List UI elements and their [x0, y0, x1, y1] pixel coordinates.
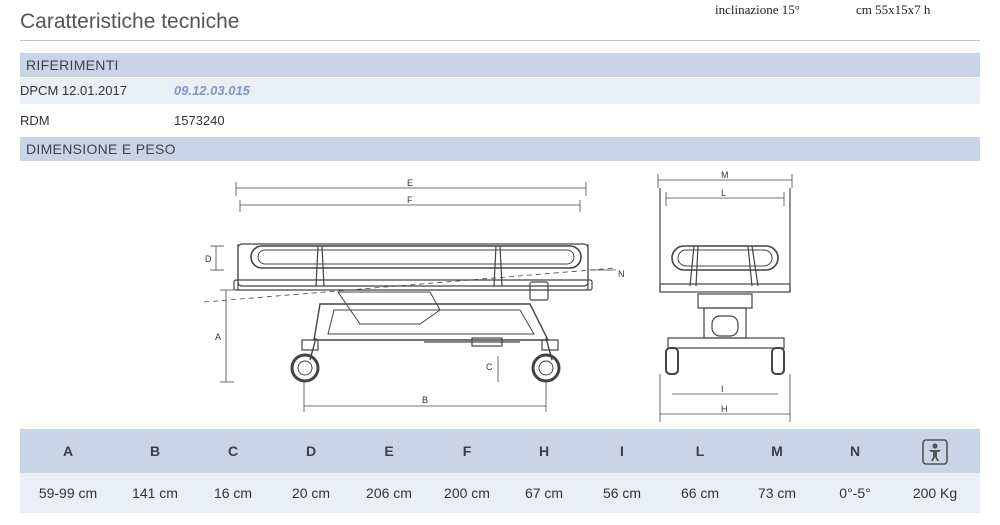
table-cell: 59-99 cm — [38, 485, 98, 501]
column-header: M — [771, 443, 783, 459]
table-cell: 66 cm — [680, 485, 720, 501]
table-cell: 73 cm — [757, 485, 797, 501]
reference-row-dpcm: DPCM 12.01.2017 09.12.03.015 — [20, 78, 980, 104]
note-inclination: inclinazione 15° — [715, 2, 800, 17]
table-cell: 67 cm — [524, 485, 564, 501]
column-header: L — [695, 443, 705, 459]
dimension-label-a: A — [215, 332, 221, 342]
dimension-label-l: L — [721, 188, 726, 198]
table-cell: 141 cm — [132, 485, 178, 501]
table-cell-weight: 200 Kg — [912, 485, 958, 501]
table-cell: 200 cm — [444, 485, 490, 501]
reference-value: 1573240 — [174, 113, 225, 128]
dimension-label-i: I — [721, 384, 724, 394]
reference-label: RDM — [20, 113, 50, 128]
column-header: I — [620, 443, 624, 459]
table-cell: 16 cm — [213, 485, 253, 501]
section-header-riferimenti: RIFERIMENTI — [20, 53, 980, 77]
note-dimensions: cm 55x15x7 h — [856, 2, 931, 17]
title-divider — [20, 40, 980, 41]
table-cell: 0°-5° — [839, 485, 871, 501]
column-header: N — [849, 443, 861, 459]
dimension-label-c: C — [486, 362, 493, 372]
page-title: Caratteristiche tecniche — [20, 10, 240, 33]
dimension-label-f: F — [407, 195, 413, 205]
column-header: C — [227, 443, 239, 459]
dimensions-table-header: A B C D E F H I L M N — [20, 429, 980, 473]
column-header: B — [149, 443, 161, 459]
section-label: RIFERIMENTI — [26, 57, 119, 73]
dimension-label-m: M — [721, 170, 729, 180]
stretcher-drawing: E F D N A B C M L I H — [203, 170, 793, 422]
reference-code-link[interactable]: 09.12.03.015 — [174, 83, 250, 98]
column-header: H — [538, 443, 550, 459]
technical-drawing: E F D N A B C M L I H — [20, 162, 980, 428]
section-header-dimensione: DIMENSIONE E PESO — [20, 137, 980, 161]
dimension-label-b: B — [422, 395, 428, 405]
table-cell: 56 cm — [602, 485, 642, 501]
column-header-weight — [896, 429, 974, 473]
patient-weight-icon — [922, 439, 948, 466]
table-cell: 20 cm — [291, 485, 331, 501]
dimensions-table-values: 59-99 cm 141 cm 16 cm 20 cm 206 cm 200 c… — [20, 473, 980, 513]
column-header: D — [305, 443, 317, 459]
column-header: F — [462, 443, 472, 459]
dimension-label-e: E — [407, 178, 413, 188]
dimension-label-h: H — [721, 404, 728, 414]
column-header: E — [384, 443, 394, 459]
reference-row-rdm: RDM 1573240 — [20, 108, 980, 134]
table-cell: 206 cm — [366, 485, 412, 501]
column-header: A — [62, 443, 74, 459]
dimension-label-n: N — [618, 269, 625, 279]
section-label: DIMENSIONE E PESO — [26, 141, 176, 157]
reference-label: DPCM 12.01.2017 — [20, 83, 127, 98]
dimension-label-d: D — [205, 254, 212, 264]
